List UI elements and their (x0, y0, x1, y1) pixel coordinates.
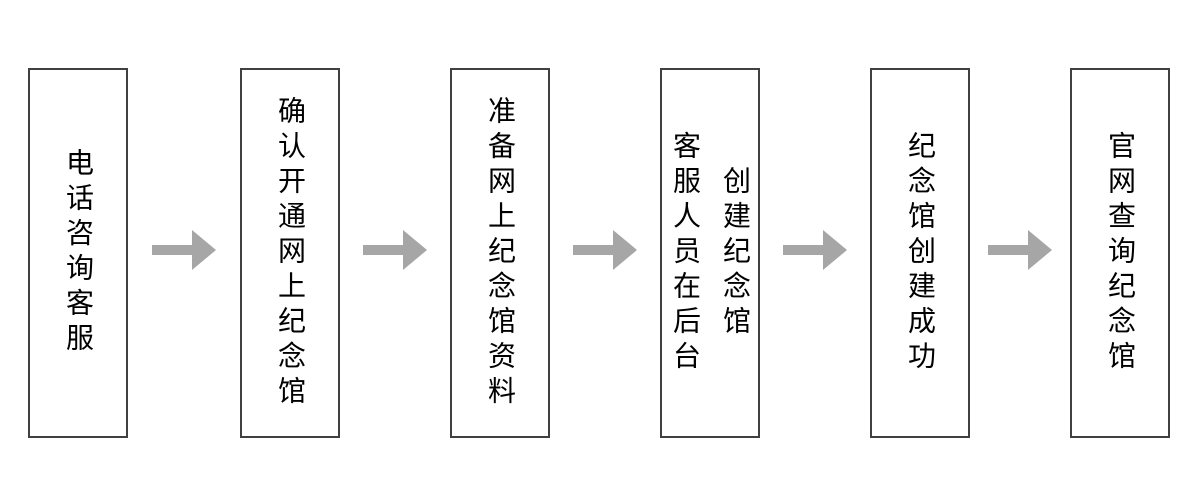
flow-step-confirm-open: 确认开通网上纪念馆 (240, 68, 340, 438)
right-arrow-icon (783, 230, 847, 270)
flow-step-phone-consult: 电话咨询客服 (28, 68, 128, 438)
flow-step-label-columns: 客服人员在后台 创建纪念馆 (670, 130, 751, 376)
flow-step-label: 确认开通网上纪念馆 (275, 95, 306, 411)
flow-step-query-official-site: 官网查询纪念馆 (1070, 68, 1170, 438)
flow-step-label-col-1: 客服人员在后台 (670, 130, 701, 376)
right-arrow-icon (363, 230, 427, 270)
flow-step-create-success: 纪念馆创建成功 (870, 68, 970, 438)
flow-step-label: 官网查询纪念馆 (1105, 130, 1136, 376)
flow-step-label-col-2: 创建纪念馆 (720, 165, 751, 341)
flow-step-label: 准备网上纪念馆资料 (485, 95, 516, 411)
flow-step-prepare-materials: 准备网上纪念馆资料 (450, 68, 550, 438)
flow-step-backend-create: 客服人员在后台 创建纪念馆 (660, 68, 760, 438)
right-arrow-icon (988, 230, 1052, 270)
flow-step-label: 纪念馆创建成功 (905, 130, 936, 376)
flow-step-label: 电话咨询客服 (63, 148, 94, 358)
right-arrow-icon (152, 230, 216, 270)
right-arrow-icon (573, 230, 637, 270)
